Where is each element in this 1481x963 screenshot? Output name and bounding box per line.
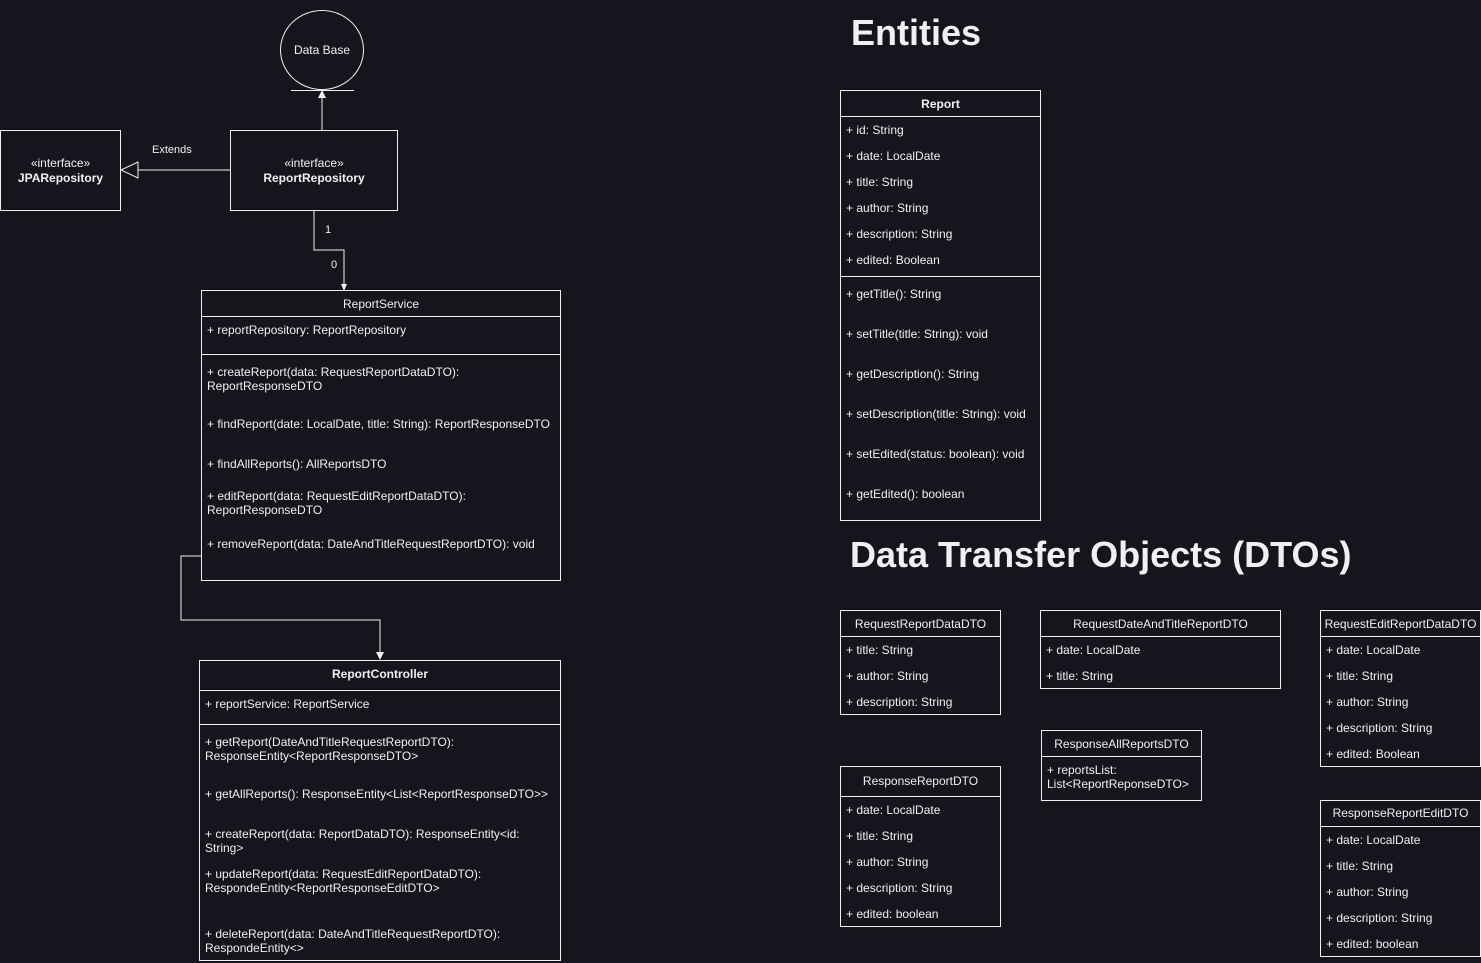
report-repository-name: ReportRepository (263, 171, 365, 185)
dto-field: + description: String (846, 881, 953, 895)
report-entity-method: + setTitle(title: String): void (846, 327, 988, 341)
dto-field: + edited: boolean (1326, 937, 1419, 951)
report-controller-method: + updateReport(data: RequestEditReportDa… (205, 867, 482, 895)
report-controller-name: ReportController (332, 667, 428, 681)
dto-name: ResponseReportEditDTO (1332, 806, 1469, 820)
report-controller-class[interactable]: ReportController + reportService: Report… (199, 660, 561, 961)
report-controller-method: + getReport(DateAndTitleRequestReportDTO… (205, 735, 455, 763)
divider (1321, 826, 1480, 827)
dto-field: + author: String (1326, 885, 1409, 899)
response-report-dto[interactable]: ResponseReportDTO + date: LocalDate + ti… (840, 766, 1001, 927)
dto-field: + date: LocalDate (1326, 643, 1421, 657)
dto-field: + title: String (1326, 669, 1394, 683)
request-edit-report-data-dto[interactable]: RequestEditReportDataDTO + date: LocalDa… (1320, 610, 1481, 767)
dto-field: + edited: Boolean (1326, 747, 1420, 761)
database-underline (291, 90, 354, 91)
multiplicity-source-label: 1 (325, 224, 332, 236)
association-edge-controller (180, 555, 381, 654)
dto-field: + author: String (1326, 695, 1409, 709)
divider (200, 690, 560, 691)
divider (841, 276, 1040, 277)
report-entity-class[interactable]: Report + id: String + date: LocalDate + … (840, 90, 1041, 521)
report-entity-method: + getTitle(): String (846, 287, 942, 301)
dto-field: + description: String (1326, 721, 1433, 735)
report-entity-method: + setEdited(status: boolean): void (846, 447, 1025, 461)
dto-field: + description: String (846, 695, 953, 709)
arrowhead-service (341, 284, 347, 291)
entities-heading: Entities (851, 12, 982, 53)
dto-name: ResponseReportDTO (862, 774, 979, 788)
report-service-class[interactable]: ReportService + reportRepository: Report… (201, 290, 561, 581)
report-service-method: + createReport(data: RequestReportDataDT… (207, 365, 460, 393)
jpa-repository-stereotype: «interface» (30, 156, 91, 170)
extends-label: Extends (152, 144, 192, 156)
report-controller-method: + createReport(data: ReportDataDTO): Res… (205, 827, 520, 855)
dtos-heading: Data Transfer Objects (DTOs) (850, 534, 1352, 575)
request-date-and-title-report-dto[interactable]: RequestDateAndTitleReportDTO + date: Loc… (1040, 610, 1281, 689)
dto-field: + title: String (1046, 669, 1114, 683)
dto-name: RequestEditReportDataDTO (1324, 617, 1477, 631)
report-controller-attribute: + reportService: ReportService (205, 697, 370, 711)
response-all-reports-dto[interactable]: ResponseAllReportsDTO + reportsList: Lis… (1041, 730, 1202, 801)
report-entity-name: Report (921, 97, 960, 111)
database-node: Data Base (280, 10, 364, 90)
report-controller-method: + getAllReports(): ResponseEntity<List<R… (205, 787, 548, 801)
report-service-method: + findReport(date: LocalDate, title: Str… (207, 417, 550, 431)
report-service-method: + findAllReports(): AllReportsDTO (207, 457, 387, 471)
dto-name: ResponseAllReportsDTO (1054, 737, 1189, 751)
report-service-method: + editReport(data: RequestEditReportData… (207, 489, 466, 517)
report-entity-attribute: + id: String (846, 123, 904, 137)
divider (1042, 756, 1201, 757)
divider (841, 796, 1000, 797)
dto-field: + author: String (846, 855, 929, 869)
report-service-name: ReportService (342, 297, 420, 311)
report-repository-interface[interactable]: «interface» ReportRepository (230, 130, 398, 211)
dto-name: RequestDateAndTitleReportDTO (1073, 617, 1248, 631)
dto-field: + description: String (1326, 911, 1433, 925)
dto-field: + date: LocalDate (1046, 643, 1141, 657)
report-entity-attribute: + title: String (846, 175, 914, 189)
report-entity-method: + getDescription(): String (846, 367, 980, 381)
report-service-attribute: + reportRepository: ReportRepository (207, 323, 407, 337)
report-entity-method: + setDescription(title: String): void (846, 407, 1026, 421)
report-service-method: + removeReport(data: DateAndTitleRequest… (207, 537, 535, 551)
divider (1041, 636, 1280, 637)
report-entity-attribute: + edited: Boolean (846, 253, 940, 267)
dto-field: + edited: boolean (846, 907, 939, 921)
jpa-repository-interface[interactable]: «interface» JPARepository (0, 130, 121, 211)
database-label: Data Base (293, 43, 351, 57)
divider (1321, 636, 1480, 637)
dto-field: + title: String (846, 829, 914, 843)
divider (202, 316, 560, 317)
report-controller-method: + deleteReport(data: DateAndTitleRequest… (205, 927, 501, 955)
dto-field: + date: LocalDate (1326, 833, 1421, 847)
dto-field: + date: LocalDate (846, 803, 941, 817)
arrowhead-database (318, 90, 326, 98)
report-entity-method: + getEdited(): boolean (846, 487, 965, 501)
report-entity-attribute: + description: String (846, 227, 953, 241)
arrowhead-controller (376, 652, 384, 660)
divider (841, 636, 1000, 637)
report-entity-attribute: + author: String (846, 201, 929, 215)
report-entity-attribute: + date: LocalDate (846, 149, 941, 163)
response-report-edit-dto[interactable]: ResponseReportEditDTO + date: LocalDate … (1320, 800, 1481, 957)
divider (202, 354, 560, 355)
dto-field: + title: String (1326, 859, 1394, 873)
divider (200, 724, 560, 725)
association-edge-service (313, 211, 345, 285)
request-report-data-dto[interactable]: RequestReportDataDTO + title: String + a… (840, 610, 1001, 715)
report-repository-stereotype: «interface» (284, 156, 344, 170)
divider (841, 116, 1040, 117)
dto-field: + title: String (846, 643, 914, 657)
extends-arrowhead (119, 161, 139, 179)
jpa-repository-name: JPARepository (17, 171, 104, 185)
dto-field: + author: String (846, 669, 929, 683)
multiplicity-target-label: 0 (331, 259, 338, 271)
dto-name: RequestReportDataDTO (854, 617, 987, 631)
dto-field: + reportsList: List<ReportReponseDTO> (1047, 763, 1189, 791)
